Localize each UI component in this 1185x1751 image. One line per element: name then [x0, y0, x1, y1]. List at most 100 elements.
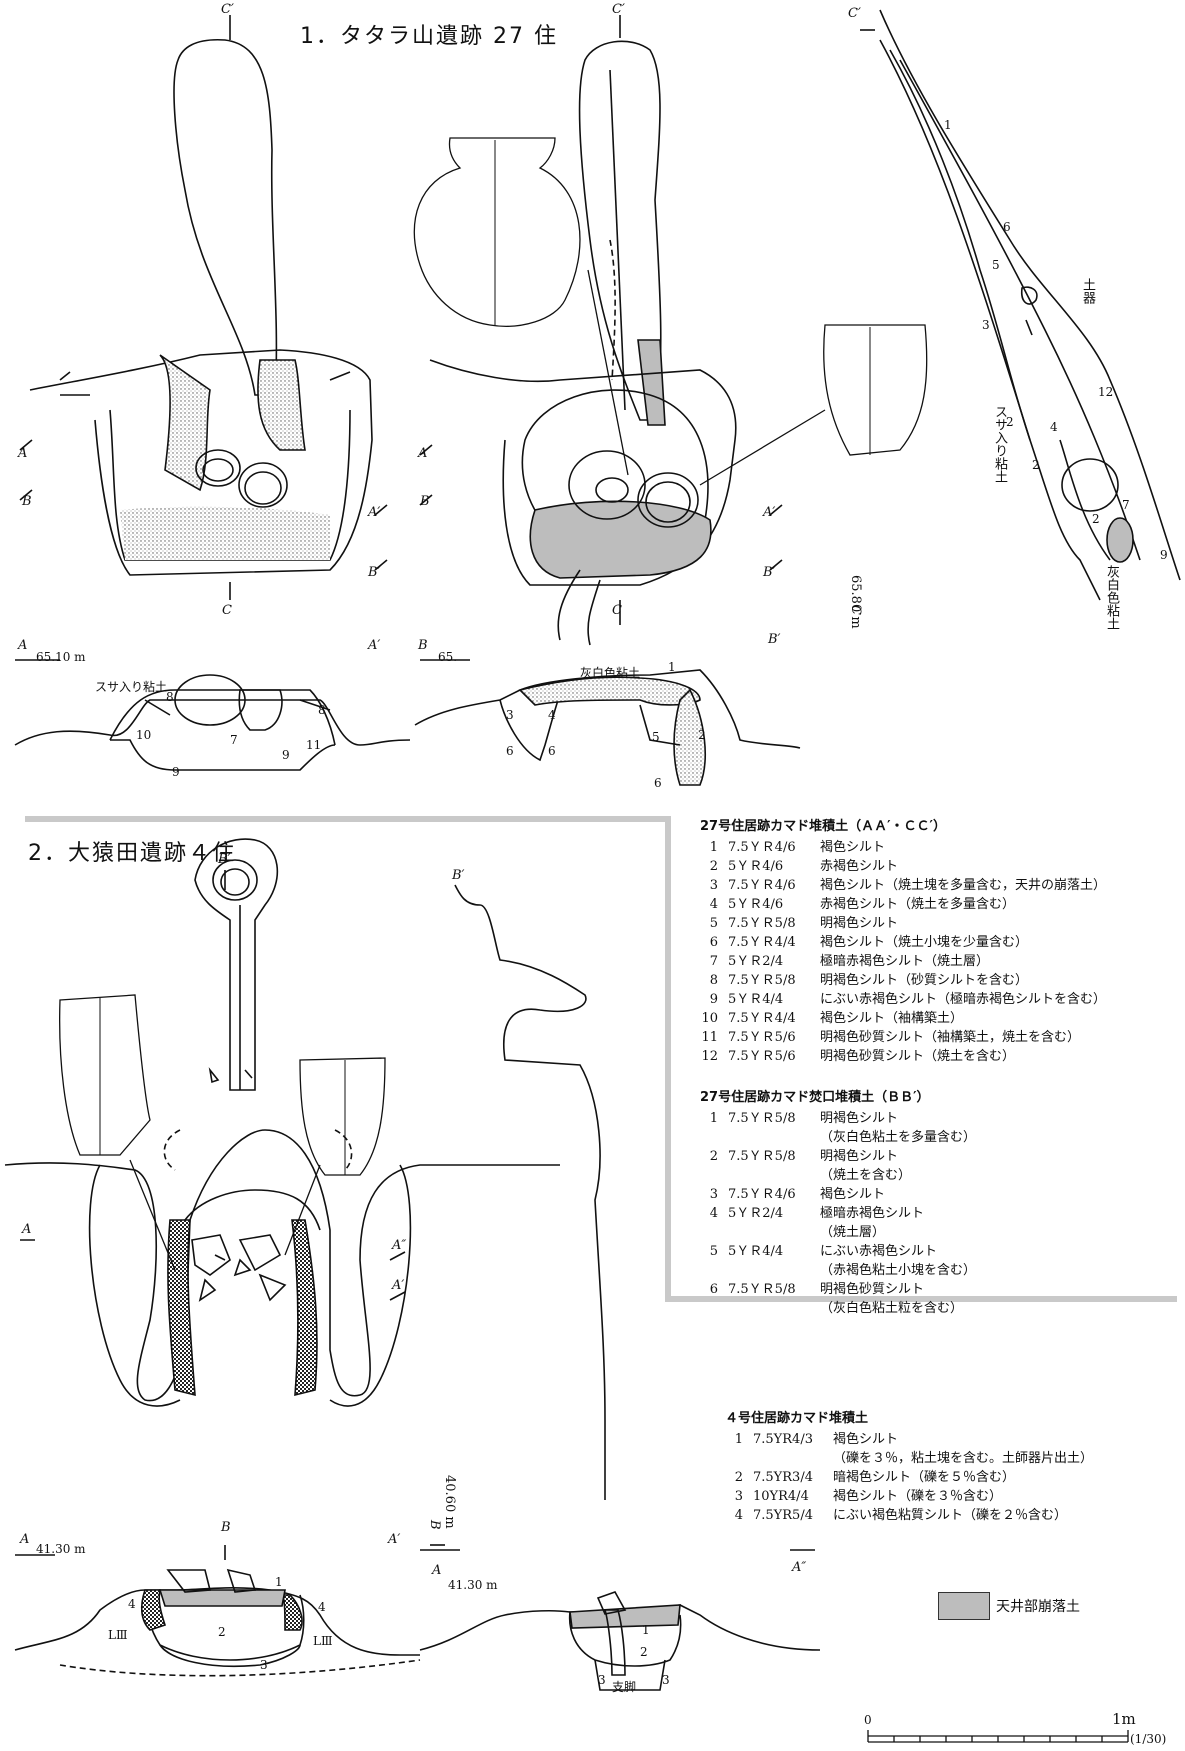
legend-n: 11	[701, 1030, 718, 1045]
legend-desc: 極暗赤褐色シルト	[820, 1206, 925, 1221]
legend-desc: 褐色シルト（礫を３％含む）	[833, 1489, 1003, 1504]
section-aa1-elevation: 65.10 m	[36, 650, 86, 664]
legend-note: （灰白色粘土を多量含む）	[820, 1130, 977, 1145]
aa4-layer-4a: 4	[128, 1597, 136, 1611]
label-a-plan4: A	[22, 1222, 32, 1237]
scale-one-meter: 1m	[1112, 1710, 1136, 1728]
legend-code: 7.5YR4/3	[753, 1432, 813, 1447]
bb1-layer-6c: 6	[654, 776, 662, 790]
legend-desc: にぶい赤褐色シルト	[820, 1244, 938, 1259]
section-bb-27	[414, 659, 801, 786]
section-aa-27	[14, 659, 411, 771]
legend-code: 7.5ＹＲ4/6	[728, 1187, 796, 1202]
legend-27-aa-heading: 27号住居跡カマド堆積土（ＡＡ′・ＣＣ′）	[700, 819, 946, 834]
plan-27-middle	[413, 15, 928, 646]
legend-n: 2	[709, 1149, 718, 1164]
label-susa-clay: スサ入り粘土	[95, 680, 168, 694]
bb1-layer-4: 4	[548, 708, 556, 722]
section-aa4-label-a: A	[20, 1532, 30, 1547]
legend-code: 5ＹＲ2/4	[728, 954, 784, 969]
section-cc-27	[860, 9, 1181, 601]
adbl4-layer-3b: 3	[662, 1673, 670, 1687]
legend-n: 6	[709, 935, 718, 950]
legend-code: 7.5ＹＲ4/6	[728, 878, 796, 893]
label-susa-clay-vertical: スサ入り粘土	[992, 405, 1007, 483]
legend-n: 6	[709, 1282, 718, 1297]
cc1-layer-6: 6	[1003, 220, 1011, 234]
scale-zero: 0	[864, 1713, 872, 1727]
cc1-layer-2c: 2	[1092, 512, 1100, 526]
legend-code: 5ＹＲ4/4	[728, 992, 784, 1007]
aa1-layer-8a: 8	[166, 690, 174, 704]
cc1-layer-1: 1	[944, 118, 952, 132]
label-c-prime-3: C′	[848, 6, 861, 21]
aa4-l3-left: LⅢ	[108, 1628, 128, 1642]
legend-27-bb-heading: 27号住居跡カマド焚口堆積土（ＢＢ′）	[700, 1090, 930, 1105]
section-bb1-label-b: B	[418, 638, 428, 653]
section-aa-dbl-4	[419, 1549, 821, 1691]
label-a-plan2: A	[418, 446, 428, 461]
adbl4-layer-3a: 3	[598, 1673, 606, 1687]
label-a-prime-plan2: A′	[763, 505, 776, 520]
figure-1-title: 1．タタラ山遺跡 27 住	[300, 24, 558, 49]
aa4-layer-2: 2	[218, 1625, 226, 1639]
label-c-prime-2: C′	[612, 2, 625, 17]
legend-desc: 明褐色シルト	[820, 1149, 899, 1164]
legend-note: （礫を３％，粘土塊を含む。土師器片出土）	[833, 1451, 1094, 1466]
legend-panel-frame	[25, 816, 671, 1302]
section-adbl4-elevation: 41.30 m	[448, 1578, 498, 1592]
cc1-layer-12: 12	[1098, 385, 1114, 399]
section-aa1-label-a: A	[18, 638, 28, 653]
legend-panel-bottom-bar	[665, 1296, 1177, 1302]
label-c-1: C	[222, 603, 232, 618]
bb1-layer-5: 5	[652, 730, 660, 744]
label-c-prime-1: C′	[221, 2, 234, 17]
label-b-plan2: B	[420, 494, 430, 509]
bb1-layer-3: 3	[506, 708, 514, 722]
legend-n: 5	[709, 1244, 718, 1259]
cc1-layer-2b: 2	[1032, 458, 1040, 472]
legend-row: 6 7.5ＹＲ4/4 褐色シルト（焼土小塊を少量含む）	[700, 933, 1106, 952]
legend-desc: 褐色シルト（焼土小塊を少量含む）	[820, 935, 1029, 950]
legend-n: 2	[709, 859, 718, 874]
legend-n: 1	[709, 1111, 718, 1126]
label-doki: 土器	[1080, 278, 1095, 304]
label-b-prime-plan2: B′	[763, 565, 776, 580]
legend-code: 7.5ＹＲ5/8	[728, 973, 796, 988]
bb1-layer-6a: 6	[506, 744, 514, 758]
aa1-layer-9a: 9	[172, 765, 180, 779]
section-bb1-elevation: 65.	[438, 650, 458, 664]
label-a-prime-plan1: A′	[368, 505, 381, 520]
legend-code: 7.5ＹＲ4/4	[728, 935, 796, 950]
legend-code: 7.5ＹＲ5/8	[728, 1149, 796, 1164]
aa4-layer-4b: 4	[318, 1600, 326, 1614]
legend-desc: 褐色シルト	[833, 1432, 899, 1447]
figure-2-title: 2．大猿田遺跡４住	[28, 841, 236, 866]
aa1-layer-11: 11	[306, 738, 322, 752]
cc1-layer-4: 4	[1050, 420, 1058, 434]
label-gray-clay-vertical: 灰白色粘土	[1104, 565, 1119, 630]
legend-desc: にぶい褐色粘質シルト（礫を２％含む）	[833, 1508, 1068, 1523]
legend-note: （灰白色粘土粒を含む）	[820, 1301, 964, 1316]
label-b-prime-section4: B′	[452, 868, 465, 883]
label-c-2: C	[612, 603, 622, 618]
label-b-prime-plan1: B′	[368, 565, 381, 580]
legend-desc: 褐色シルト	[820, 840, 886, 855]
cc1-layer-7: 7	[1122, 498, 1130, 512]
